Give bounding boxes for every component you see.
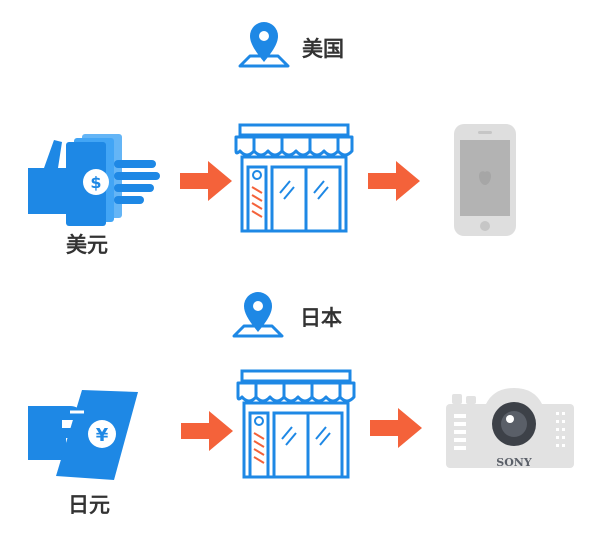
camera-icon: SONY [446,388,574,469]
dollar-bills-hand-icon: $ [28,134,160,226]
smartphone-icon [454,124,516,236]
map-pin-icon [238,22,290,68]
arrow-right-icon [181,411,233,451]
storefront-icon [236,369,356,479]
arrow-right-icon [368,161,420,201]
arrow-right-icon [180,161,232,201]
location-label-japan: 日本 [300,306,342,330]
svg-text:¥: ¥ [96,425,109,446]
currency-label-usd: 美元 [66,233,108,257]
yen-bill-hand-icon: ¥ [28,390,138,480]
svg-text:$: $ [90,173,101,192]
map-pin-icon [232,292,284,338]
storefront-icon [234,123,354,233]
currency-label-jpy: 日元 [68,493,110,517]
arrow-right-icon [370,408,422,448]
camera-brand-text: SONY [496,456,532,469]
location-label-usa: 美国 [302,37,344,61]
